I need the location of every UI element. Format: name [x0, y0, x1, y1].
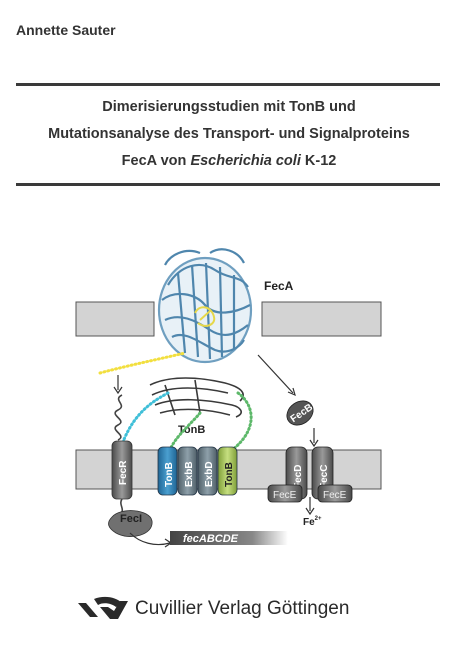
- title-line-1: Dimerisierungsstudien mit TonB und: [102, 99, 356, 115]
- tonb2-cylinder: [217, 446, 238, 496]
- feca-fecr-dots: [98, 351, 187, 375]
- publisher-name: Cuvillier Verlag Göttingen: [135, 598, 350, 619]
- top-rule: [16, 83, 440, 86]
- fece-right: [317, 484, 353, 503]
- arrow-to-fecb: [257, 354, 294, 394]
- exbd-label: ExbD: [204, 461, 215, 487]
- arrow-feci-genes: [129, 532, 171, 546]
- author-name: Annette Sauter: [16, 22, 116, 38]
- exbb-cylinder: [177, 446, 198, 496]
- book-title: Dimerisierungsstudien mit TonB und Mutat…: [8, 94, 450, 175]
- cover-figure: FecA TonB FecR TonB ExbB ExbD TonB FecB …: [75, 248, 382, 548]
- fe-text: Fe: [303, 517, 315, 528]
- feca-plug: [194, 306, 216, 327]
- title-line-3-suffix: K-12: [300, 153, 337, 169]
- fe-label: Fe2+: [303, 516, 322, 528]
- feci-protein: [108, 510, 153, 537]
- tonb-green-dots-right: [230, 391, 253, 452]
- tonb-domain-label: TonB: [178, 424, 205, 436]
- feca-label: FecA: [264, 279, 294, 293]
- fecd-label: FecD: [293, 465, 304, 489]
- fecb-protein: FecB: [286, 400, 315, 426]
- fece-left-label: FecE: [273, 490, 297, 501]
- fecr-coil: [114, 394, 123, 441]
- title-line-2: Mutationsanalyse des Transport- und Sign…: [48, 126, 410, 142]
- arrow-to-fecb-head: [287, 387, 296, 397]
- exbb-label: ExbB: [184, 461, 195, 487]
- fece-right-label: FecE: [323, 490, 347, 501]
- arrow-fecb-down-head: [309, 439, 319, 448]
- tonb-cylinder: [157, 446, 178, 496]
- tonb-cyl-label: TonB: [164, 462, 175, 487]
- gene-bar: [170, 531, 288, 545]
- tonb-domain: [149, 377, 244, 418]
- fecr-label: FecR: [118, 460, 129, 485]
- bottom-rule: [16, 183, 440, 186]
- outer-membrane-right: [261, 301, 382, 337]
- feci-label: FecI: [120, 513, 142, 525]
- title-line-3-prefix: FecA von: [121, 153, 191, 169]
- title-line-3-species: Escherichia coli: [190, 153, 301, 169]
- fece-left: [267, 484, 303, 503]
- exbd-cylinder: [197, 446, 218, 496]
- arrow-to-fecr-head: [113, 386, 123, 395]
- outer-membrane-left: [75, 301, 155, 337]
- cuvillier-logo-icon: [78, 596, 128, 619]
- gene-label: fecABCDE: [183, 533, 239, 545]
- arrow-fe-head: [305, 507, 315, 516]
- feca-barrel: [157, 248, 253, 364]
- fecc-label: FecC: [319, 465, 330, 489]
- title-line-3: FecA von Escherichia coli K-12: [8, 148, 450, 175]
- tonb2-label: TonB: [224, 462, 235, 487]
- fe-superscript: 2+: [315, 516, 322, 522]
